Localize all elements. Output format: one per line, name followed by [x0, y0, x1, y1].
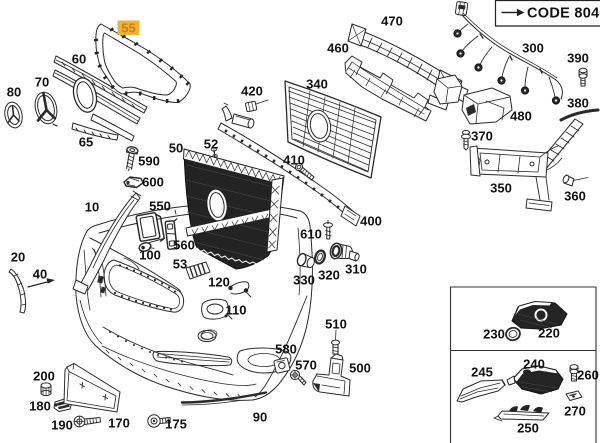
svg-text:170: 170	[108, 416, 130, 431]
svg-text:40: 40	[33, 267, 47, 282]
svg-text:240: 240	[523, 357, 545, 372]
svg-text:460: 460	[327, 41, 349, 56]
svg-text:300: 300	[522, 41, 544, 56]
svg-text:80: 80	[7, 85, 21, 100]
svg-text:200: 200	[33, 369, 55, 384]
svg-text:180: 180	[29, 399, 51, 414]
svg-text:260: 260	[577, 368, 599, 383]
svg-text:70: 70	[35, 75, 49, 90]
svg-text:370: 370	[471, 129, 493, 144]
svg-text:340: 340	[306, 77, 328, 92]
svg-text:470: 470	[381, 14, 403, 29]
svg-text:190: 190	[51, 418, 73, 433]
svg-text:330: 330	[293, 273, 315, 288]
svg-text:270: 270	[564, 404, 586, 419]
svg-text:610: 610	[300, 227, 322, 242]
svg-text:250: 250	[517, 421, 539, 436]
svg-text:310: 310	[345, 262, 367, 277]
svg-text:320: 320	[318, 268, 340, 283]
svg-text:380: 380	[567, 96, 589, 111]
svg-text:500: 500	[349, 361, 371, 376]
svg-text:570: 570	[295, 358, 317, 373]
svg-text:20: 20	[11, 250, 25, 265]
svg-text:65: 65	[79, 135, 93, 150]
svg-text:50: 50	[169, 141, 183, 156]
svg-text:120: 120	[208, 275, 230, 290]
svg-text:52: 52	[204, 137, 218, 152]
svg-text:245: 245	[471, 365, 493, 380]
svg-text:CODE 804: CODE 804	[527, 6, 600, 22]
svg-text:110: 110	[226, 303, 247, 318]
svg-text:600: 600	[142, 175, 164, 190]
svg-text:100: 100	[139, 248, 161, 263]
svg-text:360: 360	[564, 189, 586, 204]
svg-text:350: 350	[490, 181, 512, 196]
svg-text:390: 390	[567, 51, 589, 66]
svg-text:60: 60	[72, 52, 86, 67]
svg-text:480: 480	[510, 109, 532, 124]
svg-text:410: 410	[283, 153, 305, 168]
svg-text:230: 230	[483, 327, 505, 342]
svg-text:10: 10	[85, 200, 99, 215]
svg-text:175: 175	[165, 417, 187, 432]
svg-text:550: 550	[149, 199, 171, 214]
svg-text:580: 580	[275, 342, 297, 357]
svg-text:560: 560	[173, 238, 195, 253]
svg-text:510: 510	[325, 317, 347, 332]
svg-text:53: 53	[173, 257, 187, 272]
svg-text:420: 420	[241, 84, 263, 99]
svg-text:400: 400	[360, 214, 382, 229]
svg-text:590: 590	[138, 154, 160, 169]
svg-text:90: 90	[253, 410, 267, 425]
svg-text:220: 220	[538, 326, 560, 341]
svg-text:55: 55	[121, 21, 135, 36]
